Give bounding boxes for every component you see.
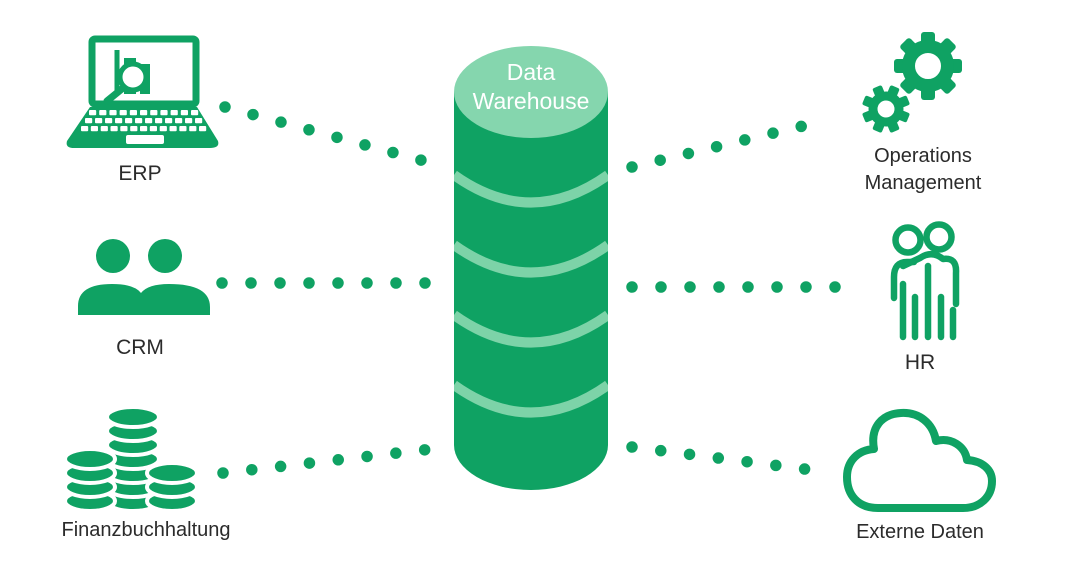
cylinder-top <box>454 46 608 138</box>
connection-warehouse-to-externe <box>626 441 818 476</box>
gears-icon <box>862 32 962 133</box>
connection-warehouse-to-operations <box>626 119 813 173</box>
gear-large <box>894 32 962 100</box>
label-crm: CRM <box>116 336 164 359</box>
label-hr: HR <box>904 351 936 374</box>
cylinder-bands <box>454 170 608 418</box>
label-finanzbuchhaltung: Finanzbuchhaltung <box>61 519 231 541</box>
label-erp: ERP <box>118 162 162 185</box>
coin-stacks-icon <box>63 405 199 513</box>
label-operations-management: Operations Management <box>864 145 982 194</box>
cloud-outline-icon <box>843 408 996 512</box>
data-warehouse-label: Data Warehouse <box>472 59 590 114</box>
connection-finanz-to-warehouse <box>217 443 438 479</box>
database-cylinder-icon <box>454 46 608 490</box>
cylinder-body <box>454 92 608 490</box>
laptop-analytics-icon <box>66 35 219 148</box>
connection-erp-to-warehouse <box>219 101 434 168</box>
connections <box>216 101 846 479</box>
people-filled-icon <box>78 239 210 315</box>
laptop-keyboard-keys <box>81 110 207 132</box>
laptop-touchpad <box>126 135 164 144</box>
people-outline-icon <box>890 221 960 341</box>
gear-small <box>862 85 910 133</box>
label-externe-daten: Externe Daten <box>856 521 984 543</box>
